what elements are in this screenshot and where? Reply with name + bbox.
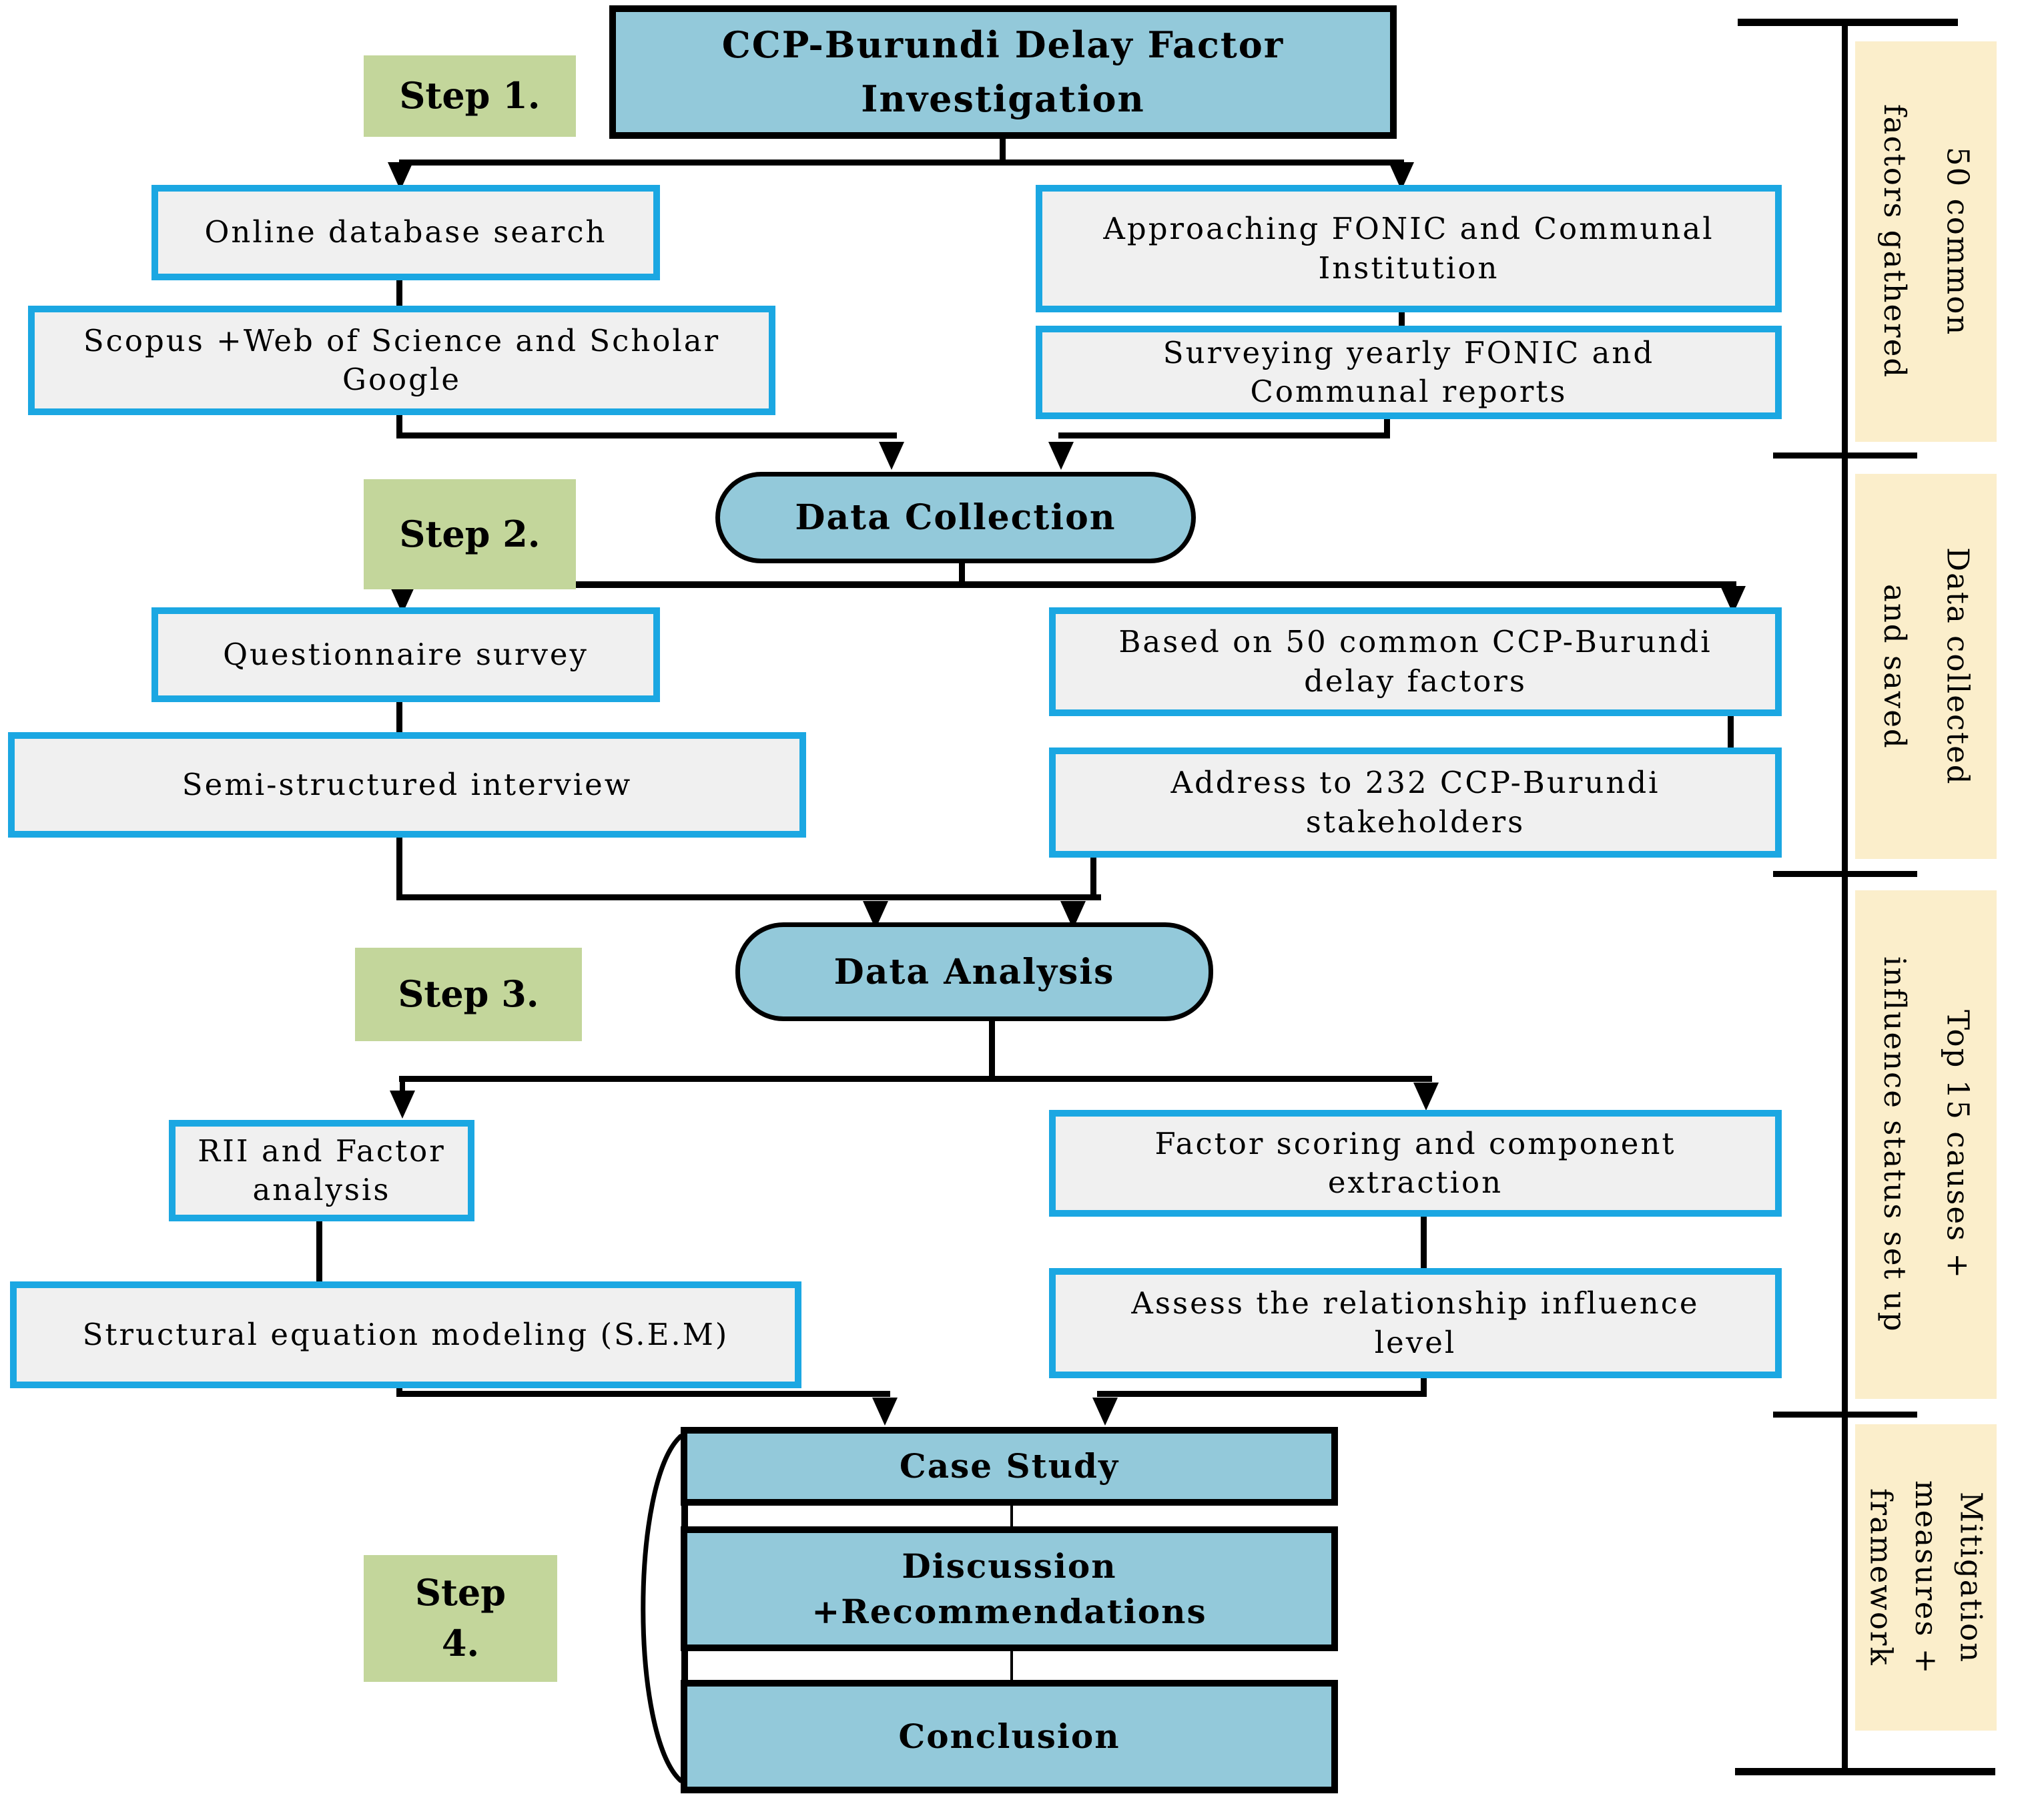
box-address-stakeholders: Address to 232 CCP-Burundi stakeholders — [1049, 747, 1782, 858]
curly-bracket — [641, 1434, 683, 1783]
side-label-1-text: 50 common factors gathered — [1877, 104, 1976, 379]
side-label-2: Data collected and saved — [1855, 474, 1997, 859]
box-based-on-50-factors: Based on 50 common CCP-Burundi delay fac… — [1049, 607, 1782, 716]
side-label-3: Top 15 causes + influence status set up — [1855, 890, 1997, 1399]
arrowhead-down-icon — [879, 442, 904, 470]
section-bracket-tick — [1738, 19, 1958, 26]
arrowhead-down-icon — [390, 1091, 415, 1119]
arrowhead-down-icon — [1048, 442, 1074, 470]
connector-line — [1058, 432, 1390, 438]
side-label-4-text: Mitigation measures + framework — [1863, 1480, 1989, 1675]
connector-line — [396, 1391, 890, 1397]
hub-data-analysis: Data Analysis — [735, 922, 1213, 1021]
connector-line — [1097, 1391, 1427, 1397]
side-label-2-text: Data collected and saved — [1877, 547, 1976, 786]
box-factor-scoring: Factor scoring and component extraction — [1049, 1110, 1782, 1217]
connector-line — [1010, 1504, 1013, 1528]
connector-line — [1421, 1215, 1427, 1268]
connector-line — [396, 414, 402, 438]
connector-line — [400, 1080, 405, 1092]
section-bracket-tick — [1735, 1768, 1995, 1775]
title-node: CCP-Burundi Delay Factor Investigation — [609, 5, 1397, 139]
hub-data-collection: Data Collection — [715, 472, 1196, 563]
arrowhead-down-icon — [1092, 1398, 1118, 1426]
connector-line — [1384, 418, 1390, 436]
box-conclusion: Conclusion — [681, 1680, 1338, 1793]
connector-line — [396, 836, 402, 900]
section-bracket-line — [1842, 20, 1848, 1775]
connector-line — [396, 432, 897, 438]
connector-line — [1728, 715, 1734, 750]
connector-line — [396, 894, 1101, 900]
connector-line — [1000, 137, 1006, 162]
connector-line — [316, 1220, 322, 1281]
section-bracket-tick — [1773, 871, 1917, 877]
step-label-2: Step 2. — [364, 479, 576, 589]
box-scopus-web-of-science: Scopus +Web of Science and Scholar Googl… — [28, 306, 775, 415]
box-surveying-reports: Surveying yearly FONIC and Communal repo… — [1036, 326, 1782, 419]
connector-line — [989, 1020, 995, 1080]
box-rii-factor-analysis: RII and Factor analysis — [169, 1120, 474, 1221]
side-label-4: Mitigation measures + framework — [1855, 1424, 1997, 1731]
box-questionnaire-survey: Questionnaire survey — [151, 607, 660, 702]
arrowhead-down-icon — [872, 1398, 898, 1426]
box-case-study: Case Study — [681, 1427, 1338, 1506]
step-label-1: Step 1. — [364, 55, 576, 137]
side-label-1: 50 common factors gathered — [1855, 41, 1997, 442]
connector-line — [399, 581, 1736, 588]
connector-line — [1399, 311, 1405, 328]
connector-line — [1010, 1647, 1013, 1681]
box-online-database-search: Online database search — [151, 185, 660, 280]
box-discussion-recommendations: Discussion +Recommendations — [681, 1526, 1338, 1651]
box-structural-equation-modeling: Structural equation modeling (S.E.M) — [10, 1281, 801, 1388]
section-bracket-tick — [1773, 453, 1917, 459]
step-label-3: Step 3. — [355, 948, 582, 1041]
connector-line — [1421, 1377, 1427, 1396]
connector-line — [396, 280, 402, 308]
side-label-3-text: Top 15 causes + influence status set up — [1877, 956, 1976, 1333]
section-bracket-tick — [1773, 1412, 1917, 1418]
arrowhead-down-icon — [1413, 1083, 1439, 1111]
connector-line — [399, 1076, 1432, 1082]
box-assess-relationship: Assess the relationship influence level — [1049, 1268, 1782, 1378]
box-approaching-fonic: Approaching FONIC and Communal Instituti… — [1036, 185, 1782, 312]
step-label-4: Step 4. — [364, 1555, 557, 1682]
connector-line — [396, 701, 402, 734]
connector-line — [1090, 856, 1096, 896]
connector-line — [959, 561, 965, 585]
connector-line — [399, 160, 1404, 166]
box-semi-structured-interview: Semi-structured interview — [8, 732, 806, 838]
